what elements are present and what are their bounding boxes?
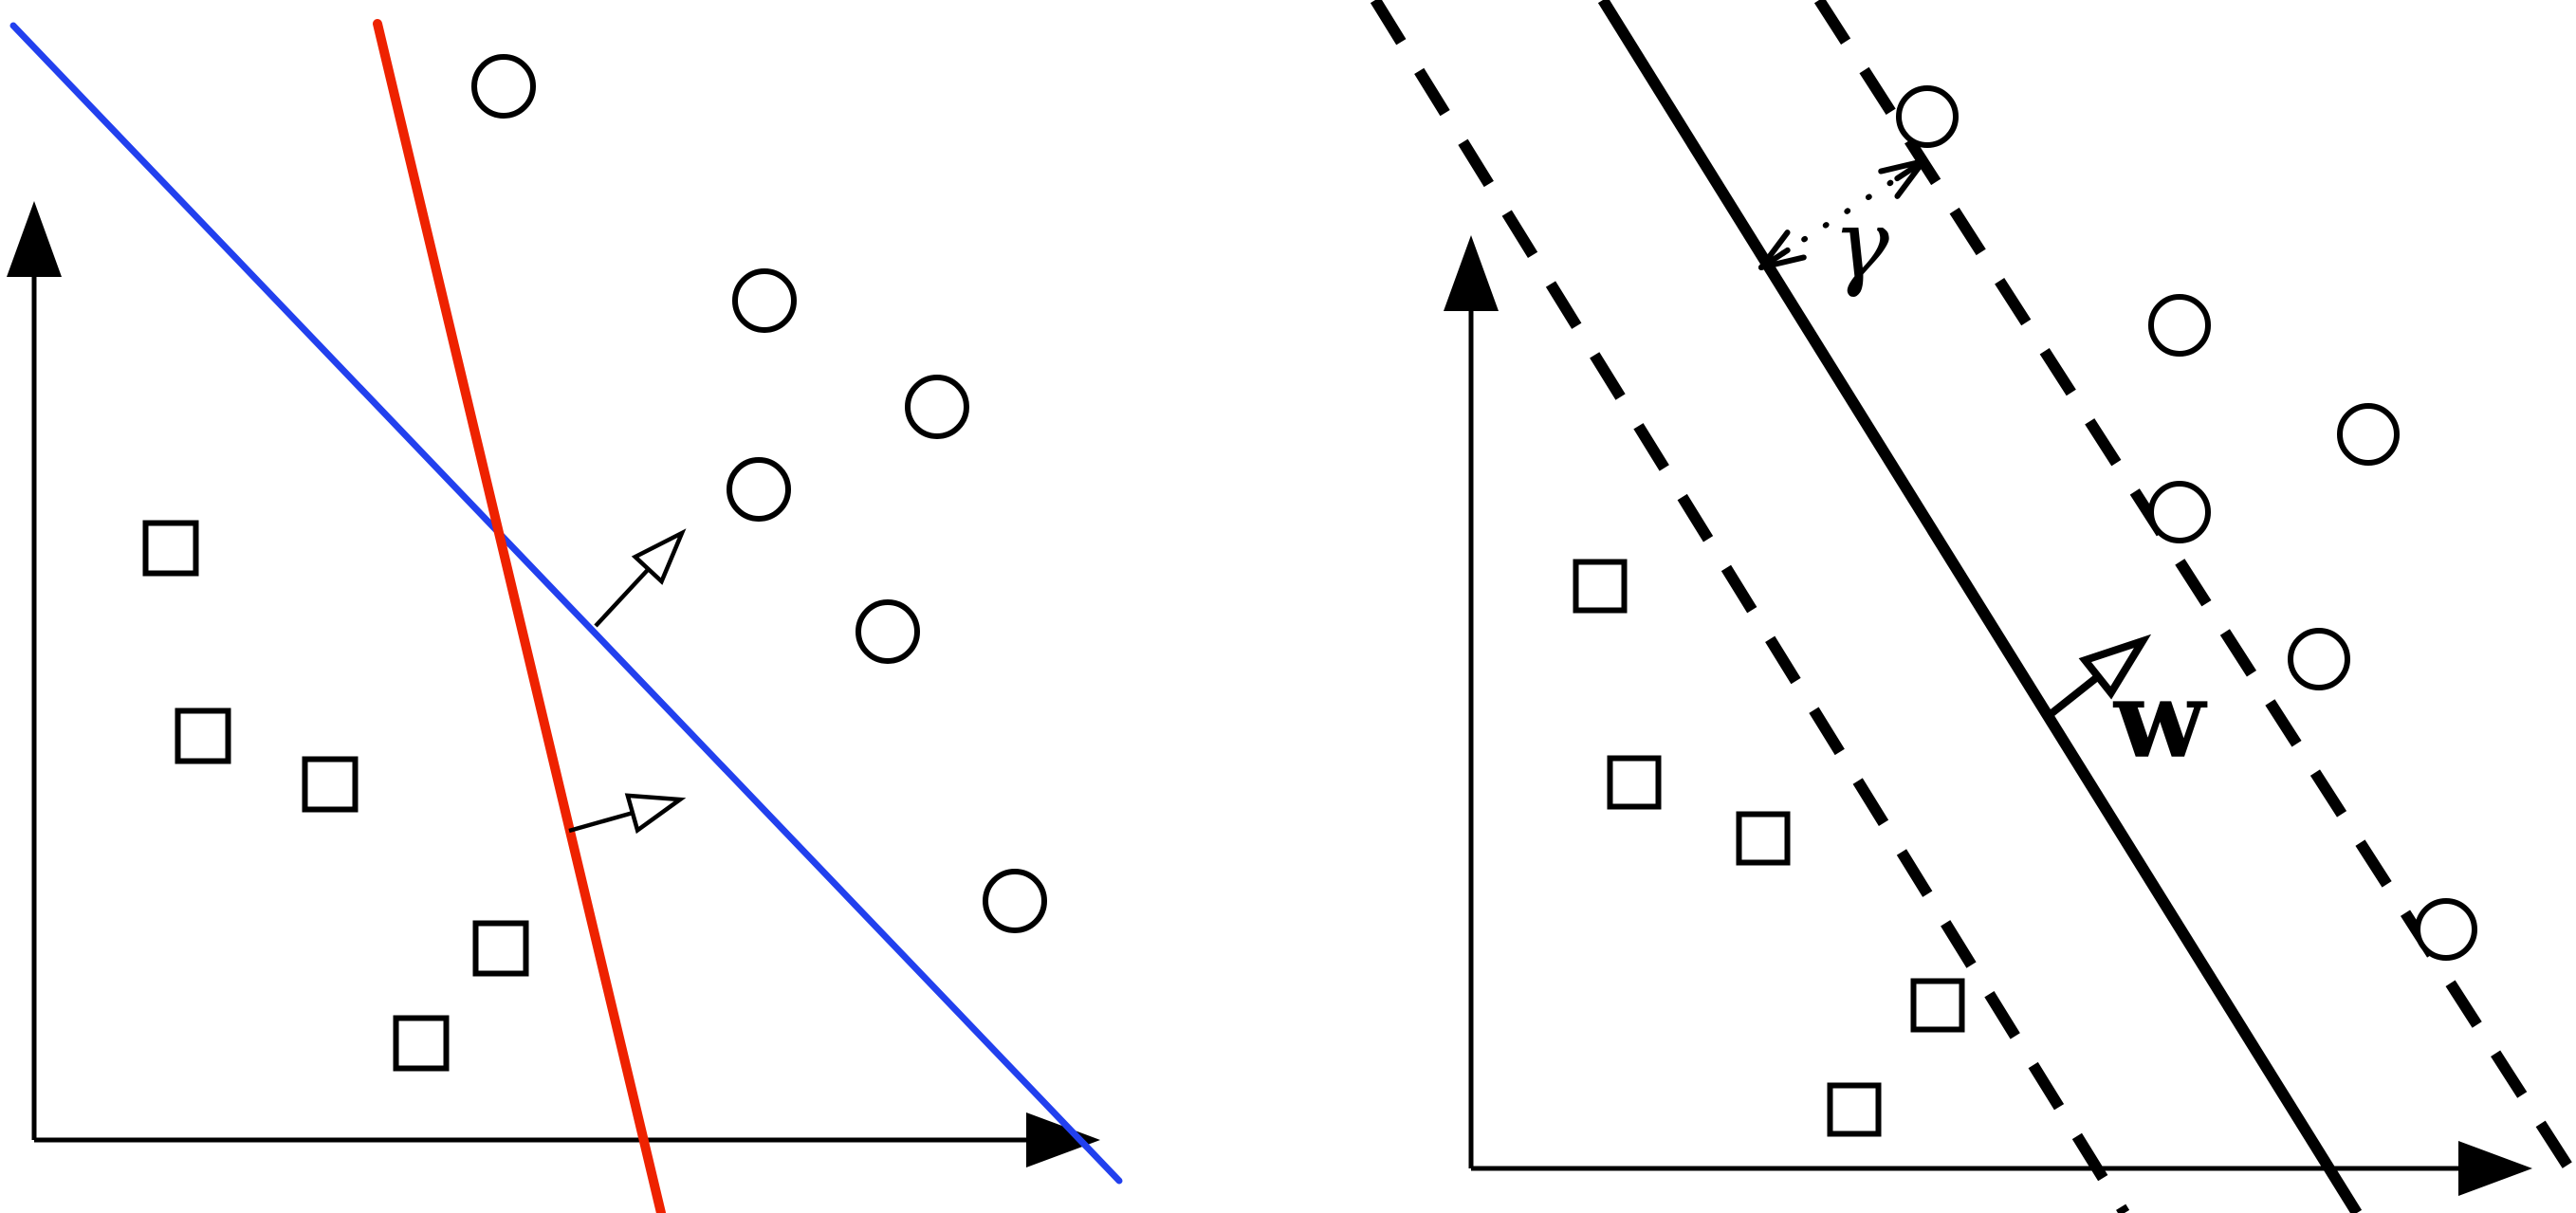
positive-class-point	[727, 457, 791, 522]
weight-vector-arrow-head-icon	[2078, 634, 2152, 700]
negative-class-point	[302, 756, 359, 813]
positive-class-point	[905, 375, 969, 439]
positive-class-point	[2148, 481, 2211, 543]
negative-class-point	[472, 920, 529, 977]
left-x-axis-arrowhead-icon	[1026, 1112, 1100, 1167]
positive-class-point	[2288, 628, 2350, 690]
blue-candidate-line	[9, 22, 1123, 1185]
blue-normal-arrow-head-icon	[631, 528, 687, 585]
upper-margin-line	[1813, 0, 2576, 1183]
right-x-axis-arrowhead-icon	[2458, 1141, 2532, 1196]
negative-class-point	[1607, 755, 1662, 810]
positive-class-point	[983, 869, 1047, 933]
margin-width-arrow-head-icon	[1758, 247, 1791, 270]
positive-class-point	[1896, 85, 1959, 148]
negative-class-point	[1910, 978, 1965, 1033]
positive-class-point	[856, 599, 920, 664]
red-candidate-line	[373, 19, 666, 1213]
weight-vector-label: w	[2113, 658, 2208, 782]
positive-class-point	[2337, 403, 2400, 466]
decision-boundary-line	[1597, 0, 2363, 1213]
blue-normal-arrow-shaft	[594, 567, 651, 628]
positive-class-point	[471, 54, 536, 119]
max-margin-panel: γw	[1370, 0, 2576, 1213]
negative-class-point	[1573, 559, 1628, 614]
right-y-axis-arrowhead-icon	[1444, 235, 1499, 311]
red-normal-arrow-shaft	[568, 810, 634, 834]
negative-class-point	[1736, 811, 1791, 866]
left-y-axis-arrowhead-icon	[7, 201, 62, 277]
negative-class-point	[175, 708, 231, 764]
positive-class-point	[2148, 294, 2211, 357]
negative-class-point	[142, 520, 199, 577]
negative-class-point	[393, 1015, 450, 1072]
positive-class-point	[732, 268, 797, 333]
margin-width-label: γ	[1832, 189, 1889, 300]
candidate-hyperplanes-panel	[7, 19, 1123, 1213]
positive-class-point	[2415, 898, 2477, 961]
lower-margin-line	[1370, 0, 2130, 1213]
red-normal-arrow-head-icon	[624, 793, 687, 835]
margin-width-arrow-head-icon	[1894, 158, 1926, 182]
weight-vector-arrow-shaft	[2043, 673, 2101, 722]
negative-class-point	[1827, 1082, 1882, 1137]
